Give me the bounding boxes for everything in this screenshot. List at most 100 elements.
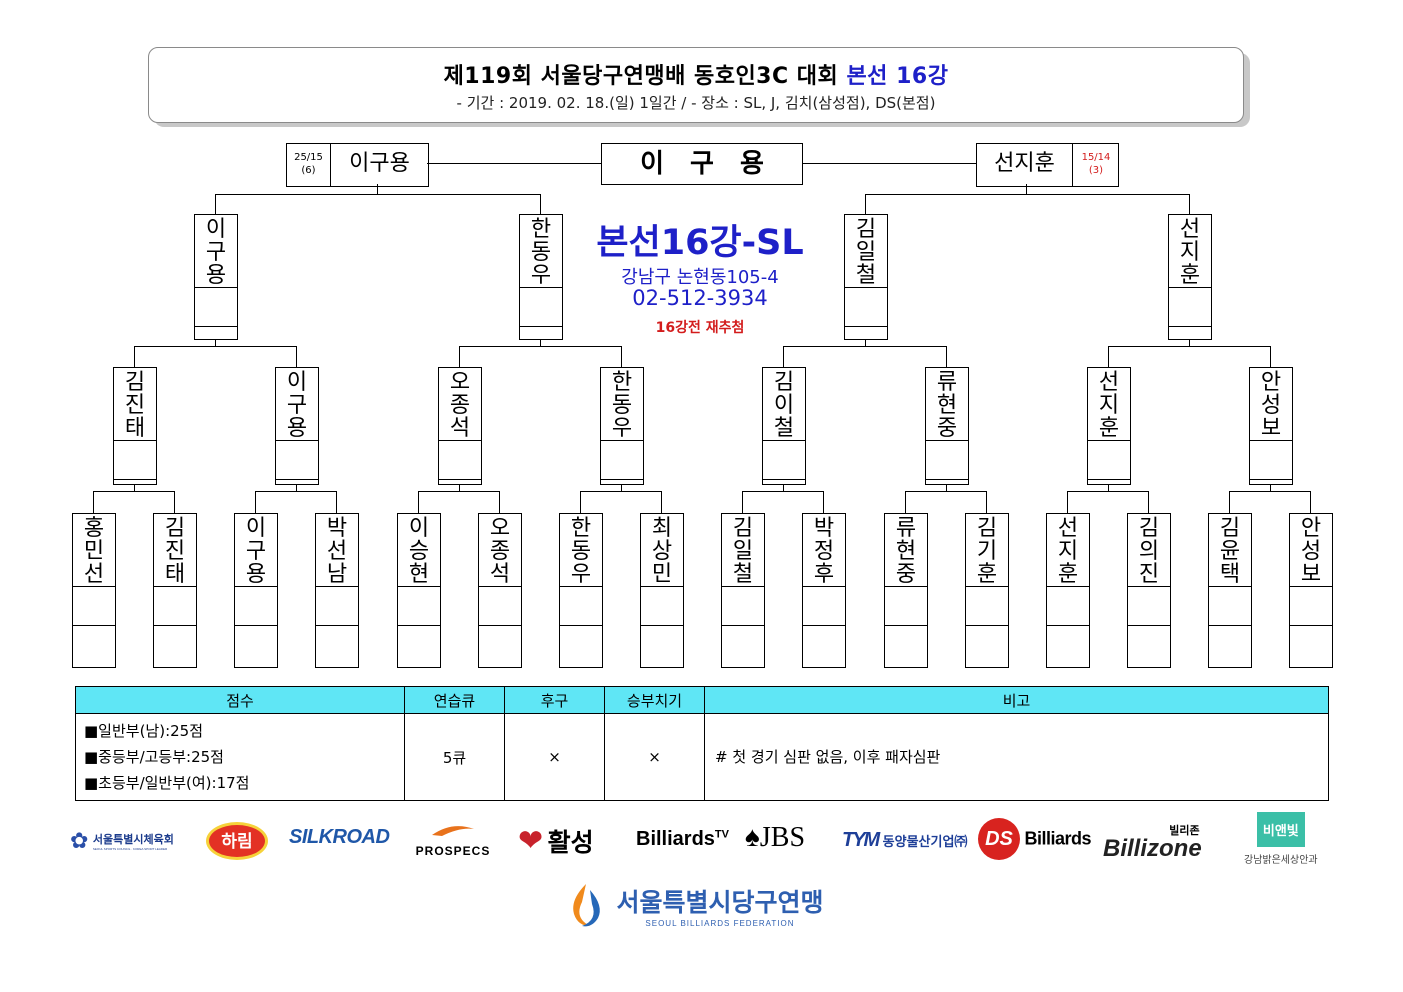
bracket-line [1067,491,1068,513]
federation-emblem-icon [573,884,600,927]
name-char: 김 [164,516,186,541]
name-char: 석 [489,562,511,587]
bracket-line [986,491,987,513]
name-char: 종 [489,539,511,564]
bracket-line [1310,491,1311,513]
name-char: 박 [326,516,348,541]
bracket-line [580,491,581,513]
name-char: 오 [449,370,471,395]
name-char: 민 [651,562,673,587]
name-char: 진 [164,539,186,564]
bracket-line [459,482,460,492]
name-char: 보 [1300,562,1322,587]
blank-cell [1250,441,1292,480]
billiards-tv-sup: TV [714,828,729,841]
name-char: 보 [1260,416,1282,441]
bracket-line [1148,491,1149,513]
score-rule-line: ■일반부(남):25점 [84,722,204,740]
bracket-line [1189,194,1190,214]
name-char: 지 [1057,539,1079,564]
blank-cell [601,441,643,480]
name-char: 현 [936,393,958,418]
bracket-line [336,491,337,513]
name-char: 진 [124,393,146,418]
final-right-player: 선지훈 15/14 (3) [976,143,1119,187]
blank-cell [722,587,764,626]
ds-mark: DS [978,818,1020,860]
bracket-line [296,346,297,367]
bracket-line [215,337,216,347]
score-rule-line: ■중등부/고등부:25점 [84,748,224,766]
billizone-text: Billizone [1103,835,1202,862]
prospecs-logo: PROSPECS [412,823,494,858]
name-char: 한 [611,370,633,395]
name-char: 용 [205,263,227,288]
name-char: 동 [570,539,592,564]
name-char: 박 [813,516,835,541]
bracket-line [296,482,297,492]
name-char: 선 [1179,217,1201,242]
name-char: 이 [773,393,795,418]
name-char: 안 [1300,516,1322,541]
champion-box: 이구용 [601,143,803,185]
name-char: 이 [245,516,267,541]
bracket-line [459,346,460,367]
name-char: 중 [895,562,917,587]
name-char: 오 [489,516,511,541]
hwalseong-logo: ❤ 활성 [518,823,594,859]
name-char: 우 [530,263,552,288]
tym-mark: TYM [842,829,880,851]
name-char: 선 [326,539,348,564]
tiebreak-cell: × [604,713,705,801]
name-char: 훈 [1179,263,1201,288]
final-right-score: 15/14 [1081,152,1111,163]
name-char: 선 [1057,516,1079,541]
blank-cell [316,587,358,626]
blank-cell [235,587,277,626]
name-char: 류 [895,516,917,541]
name-char: 성 [1260,393,1282,418]
ds-billiards-logo: DS Billiards [978,818,1091,860]
bnb-eye-logo: 비앤빛 강남밝은세상안과 [1244,812,1318,866]
bracket-line [499,491,500,513]
bracket-line [783,346,784,367]
bracket-line [803,163,976,164]
rules-table-row: ■일반부(남):25점 ■중등부/고등부:25점 ■초등부/일반부(여):17점… [75,713,1329,801]
prospecs-text: PROSPECS [415,844,491,858]
bracket-line [377,184,378,195]
name-char: 진 [1138,562,1160,587]
name-char: 상 [651,539,673,564]
blank-cell [479,587,521,626]
name-char: 현 [895,539,917,564]
name-char: 철 [855,263,877,288]
billiards-tv-text: Billiards [636,828,715,850]
bracket-line [621,482,622,492]
name-char: 김 [732,516,754,541]
page-subtitle: - 기간 : 2019. 02. 18.(일) 1일간 / - 장소 : SL,… [456,94,936,112]
final-right-score-cell: 15/14 (3) [1074,144,1118,186]
federation-logo: 서울특별시당구연맹 SEOUL BILLIARDS FEDERATION [560,880,823,930]
name-char: 구 [205,240,227,265]
blank-cell [926,441,968,480]
name-char: 성 [1300,539,1322,564]
name-char: 한 [530,217,552,242]
blank-cell [1047,587,1089,626]
name-char: 철 [732,562,754,587]
bracket-line [215,194,216,214]
